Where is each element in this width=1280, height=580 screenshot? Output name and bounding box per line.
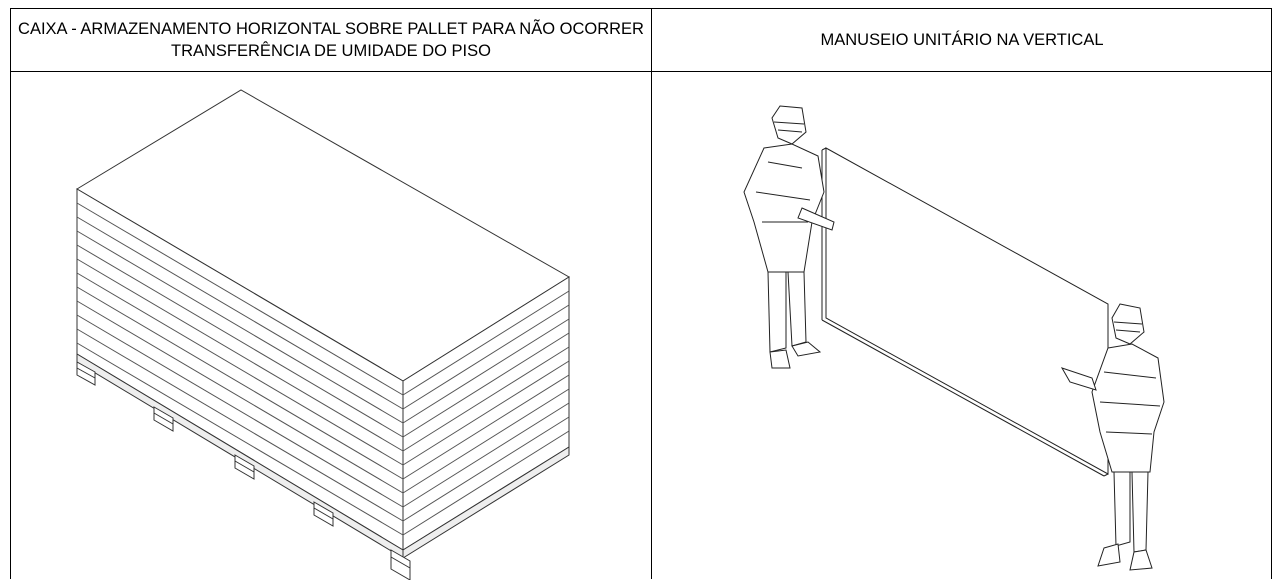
storage-handling-table: CAIXA - ARMAZENAMENTO HORIZONTAL SOBRE P…: [10, 8, 1272, 580]
board-panel: [821, 147, 1109, 477]
column-divider: [651, 9, 652, 579]
worker-left: [743, 105, 835, 369]
pallet-base: [76, 353, 570, 580]
pallet-stack-illustration: [76, 89, 570, 580]
handling-illustration: [743, 105, 1165, 571]
header-divider: [11, 71, 1271, 72]
right-column-header: MANUSEIO UNITÁRIO NA VERTICAL: [820, 31, 1104, 49]
worker-right: [1060, 303, 1165, 571]
handling-illustration-cell: [652, 72, 1272, 579]
board-layers: [76, 202, 570, 536]
left-column-header: CAIXA - ARMAZENAMENTO HORIZONTAL SOBRE P…: [18, 20, 644, 60]
pallet-illustration-cell: [11, 72, 651, 580]
